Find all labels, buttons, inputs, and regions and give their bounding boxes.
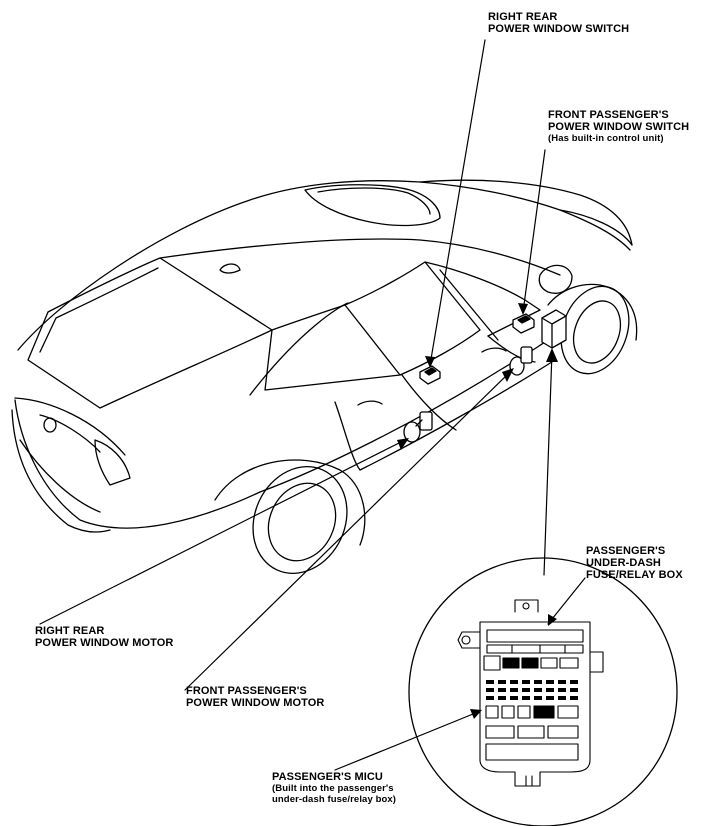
micu-line1: PASSENGER'S MICU (272, 771, 383, 783)
right-rear-motor-line1: RIGHT REAR (35, 625, 105, 637)
front-passenger-motor-label: FRONT PASSENGER'S POWER WINDOW MOTOR (186, 685, 324, 709)
fuse-box-small-icon (541, 309, 567, 349)
fuse-box-inset-circle (408, 557, 678, 826)
front-passenger-motor-icon (509, 346, 533, 376)
fuse-box-label: PASSENGER'S UNDER-DASH FUSE/RELAY BOX (586, 545, 683, 581)
right-rear-switch-line2: POWER WINDOW SWITCH (488, 23, 630, 35)
front-passenger-switch-note: (Has built-in control unit) (548, 133, 664, 144)
right-rear-motor-label: RIGHT REAR POWER WINDOW MOTOR (35, 625, 173, 649)
micu-label: PASSENGER'S MICU (Built into the passeng… (272, 771, 396, 805)
right-rear-motor-line2: POWER WINDOW MOTOR (35, 637, 174, 649)
car-illustration (11, 179, 638, 575)
front-passenger-switch-icon (512, 313, 535, 334)
fuse-relay-box-detail (457, 599, 604, 787)
leader-lines (39, 39, 586, 771)
front-passenger-motor-line1: FRONT PASSENGER'S (186, 685, 307, 697)
fuse-box-line1: PASSENGER'S (586, 545, 666, 557)
right-rear-switch-line1: RIGHT REAR (488, 11, 558, 23)
front-passenger-switch-label: FRONT PASSENGER'S POWER WINDOW SWITCH (H… (548, 109, 689, 144)
right-rear-switch-icon (419, 365, 441, 385)
front-passenger-switch-line2: POWER WINDOW SWITCH (548, 121, 690, 133)
fuse-box-line2: UNDER-DASH (586, 557, 661, 569)
micu-line2: (Built into the passenger's (272, 783, 394, 794)
arrowheads (397, 303, 558, 719)
micu-line3: under-dash fuse/relay box) (272, 794, 397, 805)
right-rear-motor-icon (403, 411, 433, 443)
front-passenger-switch-line1: FRONT PASSENGER'S (548, 109, 669, 121)
right-rear-switch-label: RIGHT REAR POWER WINDOW SWITCH (488, 11, 629, 35)
front-passenger-motor-line2: POWER WINDOW MOTOR (186, 697, 325, 709)
fuse-box-line3: FUSE/RELAY BOX (586, 569, 683, 581)
